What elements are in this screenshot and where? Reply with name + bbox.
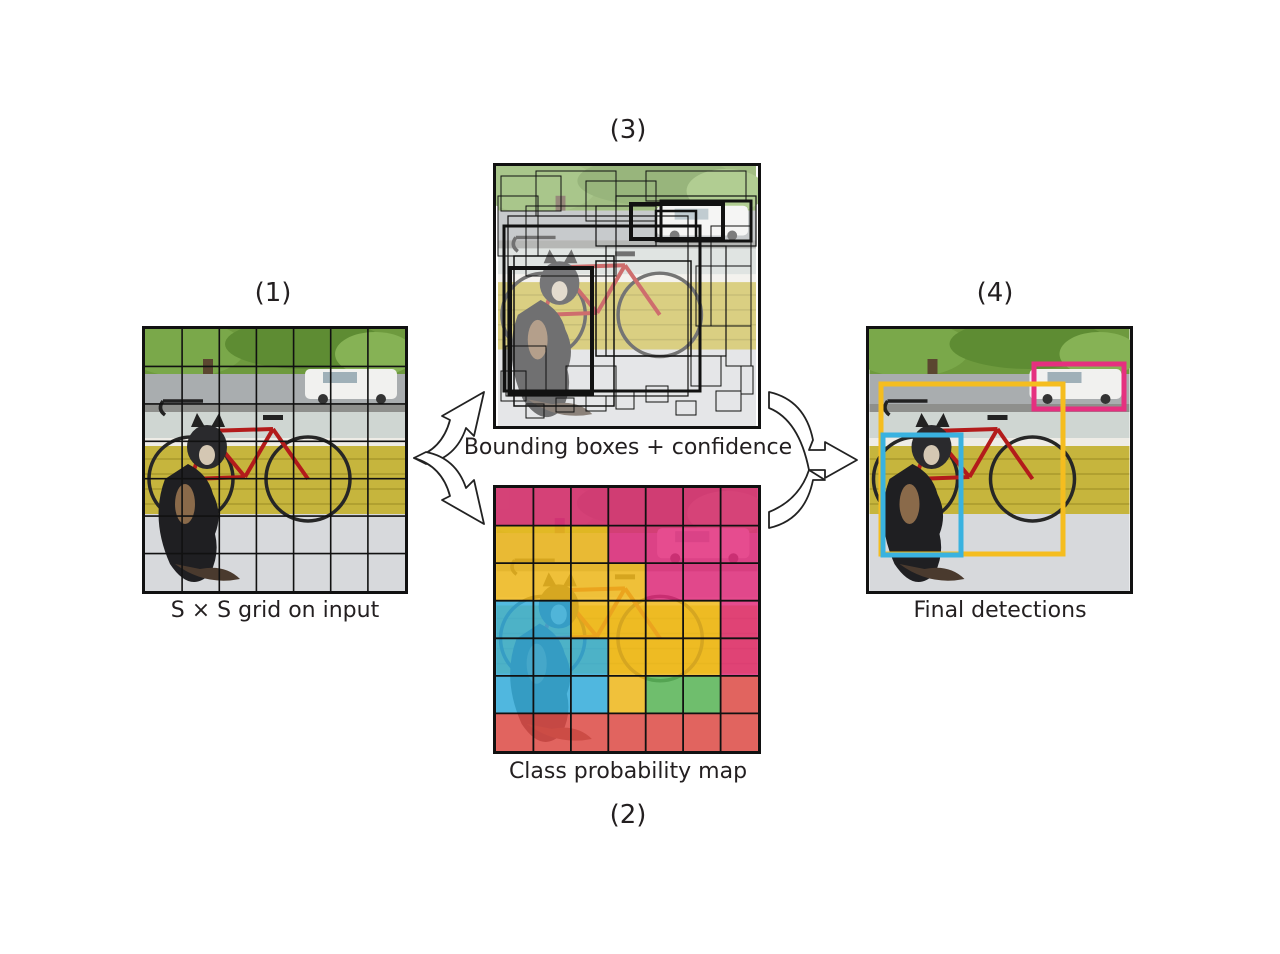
split-arrows [413, 391, 485, 525]
class-cell-yellow [608, 675, 646, 714]
stage-3-caption: Bounding boxes + confidence [463, 435, 793, 460]
input-image-panel [142, 326, 408, 594]
class-cell-yellow [570, 600, 609, 639]
arrow-merge-top-icon [768, 391, 858, 479]
class-cell-yellow [533, 563, 571, 601]
class-cell-magenta [720, 488, 758, 526]
class-cell-yellow [608, 638, 646, 676]
class-cell-yellow [608, 563, 646, 601]
class-cell-yellow [645, 638, 684, 676]
class-cell-yellow [570, 563, 609, 601]
final-detections-image [869, 329, 1130, 591]
stage-2-caption: Class probability map [508, 759, 748, 784]
class-cell-green [683, 675, 721, 714]
class-cell-magenta [720, 563, 758, 601]
class-cell-blue [570, 675, 609, 714]
class-cell-blue [496, 600, 534, 639]
input-image [145, 329, 405, 591]
class-cell-magenta [645, 488, 684, 526]
class-cell-magenta [720, 638, 758, 676]
candidate-boxes [497, 170, 757, 419]
class-cell-red [570, 713, 609, 751]
merge-arrows [768, 391, 858, 529]
class-cell-magenta [533, 488, 571, 526]
class-cell-red [533, 713, 571, 751]
class-cell-yellow [570, 525, 609, 564]
class-cell-yellow [533, 525, 571, 564]
arrow-merge-bottom-icon [768, 469, 826, 529]
stage-4-number: (4) [976, 278, 1014, 308]
class-cell-blue [570, 638, 609, 676]
class-cell-magenta [608, 488, 646, 526]
class-cell-magenta [683, 488, 721, 526]
class-cell-blue [533, 638, 571, 676]
class-cell-green [645, 675, 684, 714]
final-detections-panel [866, 326, 1133, 594]
class-cell-red [683, 713, 721, 751]
class-cell-red [608, 713, 646, 751]
class-cell-magenta [608, 525, 646, 564]
stage-3-number: (3) [609, 115, 647, 145]
class-cell-magenta [570, 488, 609, 526]
class-cell-blue [496, 675, 534, 714]
stage-4-caption: Final detections [913, 598, 1087, 623]
sxs-grid [145, 329, 405, 591]
class-cell-yellow [683, 600, 721, 639]
class-cell-yellow [683, 638, 721, 676]
class-cell-magenta [645, 563, 684, 601]
class-cell-red [645, 713, 684, 751]
class-cell-magenta [720, 600, 758, 639]
class-cell-red [720, 675, 758, 714]
class-cell-red [720, 713, 758, 751]
class-cell-magenta [496, 488, 534, 526]
bounding-boxes-panel [493, 163, 761, 429]
class-cell-blue [496, 638, 534, 676]
class-cell-red [496, 713, 534, 751]
class-cell-magenta [720, 525, 758, 564]
class-cell-yellow [496, 525, 534, 564]
dog-detection-box [880, 432, 964, 558]
class-cell-yellow [645, 600, 684, 639]
class-cell-blue [533, 675, 571, 714]
class-map-panel [493, 485, 761, 754]
arrow-down-icon [413, 451, 485, 525]
class-cell-blue [533, 600, 571, 639]
class-map-grid [496, 488, 758, 751]
class-cell-yellow [496, 563, 534, 601]
class-cell-magenta [683, 525, 721, 564]
class-cell-yellow [608, 600, 646, 639]
class-cell-magenta [645, 525, 684, 564]
stage-1-number: (1) [254, 278, 292, 308]
stage-2-number: (2) [609, 800, 647, 830]
stage-1-caption: S × S grid on input [170, 598, 380, 623]
class-cell-magenta [683, 563, 721, 601]
bounding-boxes-image [496, 166, 758, 426]
